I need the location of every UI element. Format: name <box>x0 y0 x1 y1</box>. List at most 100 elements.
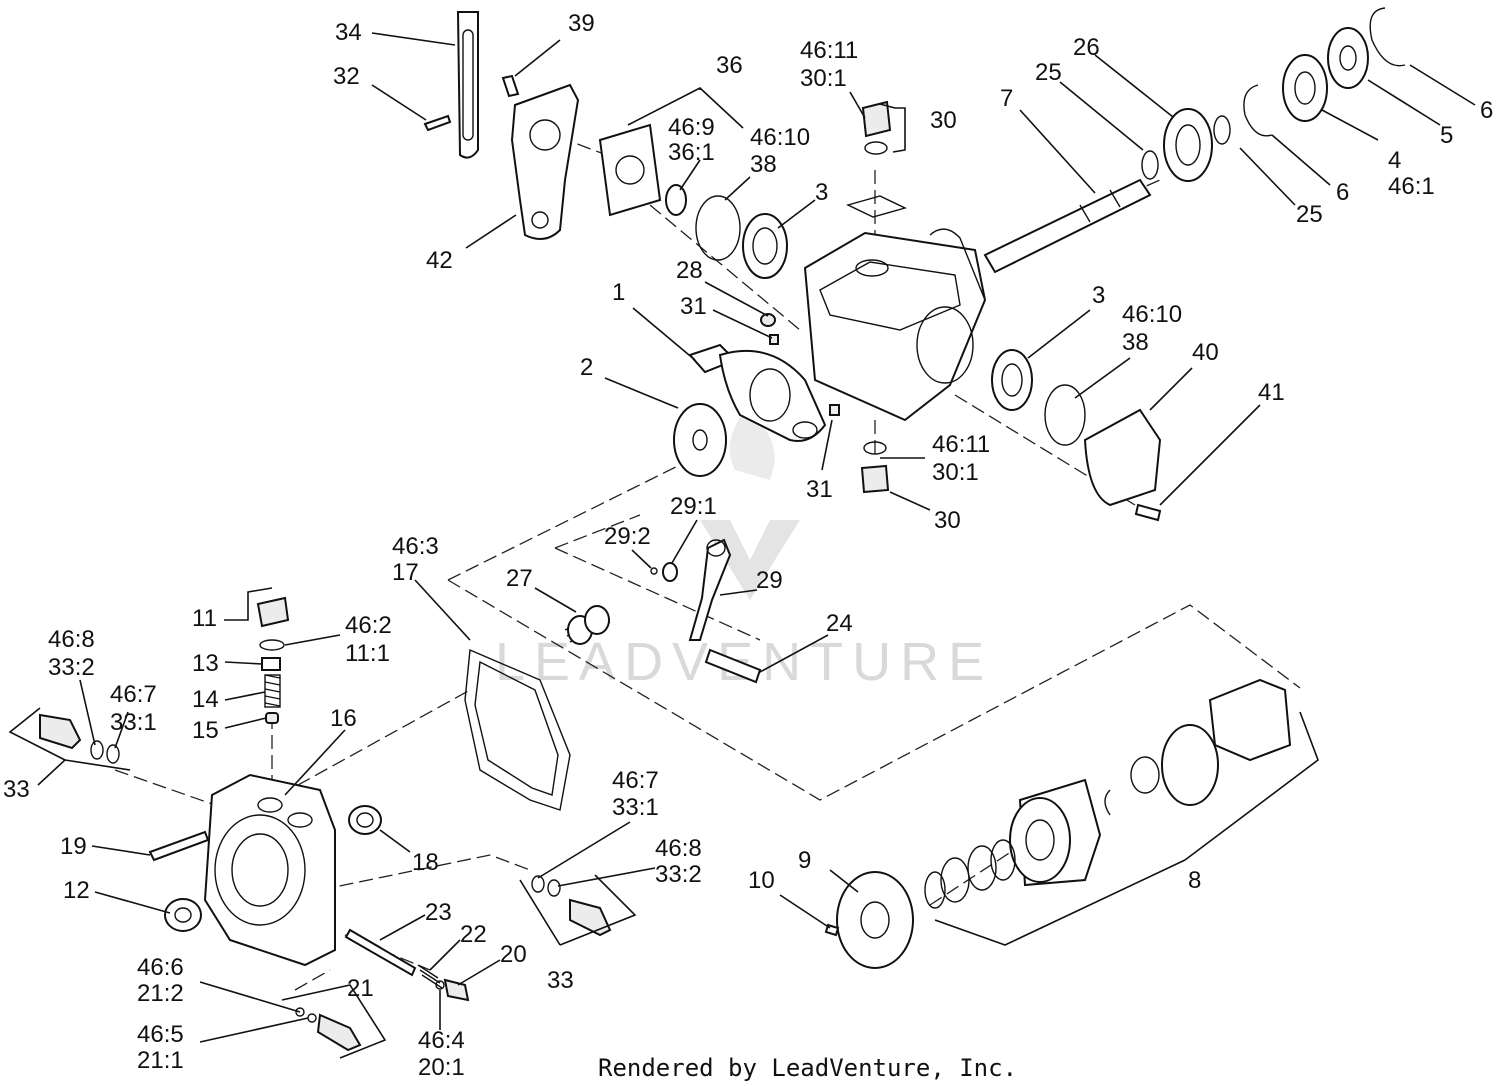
callout-23: 23 <box>425 899 452 926</box>
callout-3-lower: 3 <box>1092 282 1105 309</box>
callout-29-1: 29:1 <box>670 493 717 520</box>
callout-31-lower: 31 <box>806 476 833 503</box>
callout-42: 42 <box>426 247 453 274</box>
callout-19: 19 <box>60 833 87 860</box>
callout-8: 8 <box>1188 867 1201 894</box>
lever-29-part <box>688 538 732 641</box>
spacer-13-part <box>261 657 281 671</box>
callout-24: 24 <box>826 610 853 637</box>
pin-24-part <box>704 648 762 684</box>
callout-12: 12 <box>63 877 90 904</box>
callout-25-lower: 25 <box>1296 201 1323 228</box>
callout-46-1: 46:1 <box>1388 173 1435 200</box>
callout-30-lower: 30 <box>934 507 961 534</box>
callout-6-right: 6 <box>1480 97 1493 124</box>
callout-29: 29 <box>756 567 783 594</box>
plug-30-lower-part <box>860 441 890 494</box>
callout-7: 7 <box>1000 85 1013 112</box>
pin-29-2-part <box>650 567 658 575</box>
callout-32: 32 <box>333 63 360 90</box>
callout-38-upper: 38 <box>750 151 777 178</box>
callout-29-2: 29:2 <box>604 523 651 550</box>
check-valve-33-left-part <box>39 713 120 764</box>
cover-plate-part <box>598 123 662 217</box>
callout-33-2-right: 33:2 <box>655 861 702 888</box>
callout-20: 20 <box>500 941 527 968</box>
relief-cap-11-part <box>256 596 290 651</box>
callout-21: 21 <box>347 975 374 1002</box>
callout-17: 17 <box>392 559 419 586</box>
callout-26: 26 <box>1073 34 1100 61</box>
callout-28: 28 <box>676 257 703 284</box>
callout-46-8-right: 46:8 <box>655 835 702 862</box>
callout-21-2: 21:2 <box>137 980 184 1007</box>
callout-46-9: 46:9 <box>668 114 715 141</box>
callout-46-11-upper: 46:11 <box>800 37 858 64</box>
bearing-3-lower-part <box>991 349 1033 411</box>
washer-5-part <box>1327 27 1369 89</box>
callout-46-3: 46:3 <box>392 533 439 560</box>
callout-41: 41 <box>1258 379 1285 406</box>
parts <box>39 7 1406 1052</box>
gasket-17-part <box>464 648 571 811</box>
callout-46-7-right: 46:7 <box>612 767 659 794</box>
plug-28-part <box>760 313 776 327</box>
trunnion-part <box>688 343 827 442</box>
watermark-text: LEADVENTURE <box>495 632 993 692</box>
o-ring-20-1-part <box>435 980 445 990</box>
bushing-18-part <box>348 805 382 835</box>
callout-33-2-left: 33:2 <box>48 654 95 681</box>
lip-seal-4-part <box>1282 54 1328 122</box>
pump-housing-part <box>803 228 987 422</box>
callout-10: 10 <box>748 867 775 894</box>
footer-credit: Rendered by LeadVenture, Inc. <box>598 1054 1017 1082</box>
callout-25-upper: 25 <box>1035 59 1062 86</box>
valve-21-part <box>295 1007 362 1052</box>
gasket-small-part <box>846 195 907 218</box>
callout-18: 18 <box>412 849 439 876</box>
shaft-23-part <box>344 928 417 977</box>
callout-46-8-left: 46:8 <box>48 626 95 653</box>
callout-46-2: 46:2 <box>345 612 392 639</box>
callout-5: 5 <box>1440 122 1453 149</box>
leader-lines <box>8 32 1476 1059</box>
cover-40-part <box>1083 408 1162 507</box>
callout-22: 22 <box>460 921 487 948</box>
poppet-15-part <box>265 712 279 724</box>
callout-33-1-left: 33:1 <box>110 709 157 736</box>
end-cap-16-part <box>203 773 336 967</box>
callout-2: 2 <box>580 354 593 381</box>
callout-4: 4 <box>1388 147 1401 174</box>
bearing-3-upper-part <box>742 213 788 279</box>
o-ring-38-upper-part <box>695 195 741 261</box>
callout-6-mid: 6 <box>1336 179 1349 206</box>
retaining-ring-6-upper-part <box>1369 7 1406 67</box>
washer-29-1-part <box>662 562 678 582</box>
callout-46-6: 46:6 <box>137 954 184 981</box>
callout-labels: 34 39 32 36 46:9 36:1 46:11 30:1 30 46:1… <box>3 10 1493 1081</box>
callout-16: 16 <box>330 705 357 732</box>
callout-1: 1 <box>612 279 625 306</box>
bolt-41-part <box>1134 503 1162 522</box>
bolt-32-part <box>423 114 452 132</box>
watermark: LEADVENTURE <box>495 400 993 692</box>
callout-33-left: 33 <box>3 776 30 803</box>
rotating-group-8-part <box>924 678 1292 909</box>
callout-27: 27 <box>506 565 533 592</box>
callout-46-11-lower: 46:11 <box>932 431 990 458</box>
callout-11-1: 11:1 <box>345 640 390 667</box>
callout-15: 15 <box>192 717 219 744</box>
callout-30-1-upper: 30:1 <box>800 65 847 92</box>
snap-ring-25-upper-part <box>1141 150 1159 180</box>
check-valve-33-right-part <box>531 875 612 937</box>
snap-ring-25-lower-part <box>1213 115 1231 145</box>
callout-39: 39 <box>568 10 595 37</box>
spring-22-part <box>417 964 443 989</box>
callout-33-right: 33 <box>547 967 574 994</box>
callout-31-upper: 31 <box>680 293 707 320</box>
callout-36-1: 36:1 <box>668 139 715 166</box>
callout-40: 40 <box>1192 339 1219 366</box>
valve-plate-9-part <box>836 871 914 969</box>
dowel-31-lower-part <box>829 404 840 416</box>
